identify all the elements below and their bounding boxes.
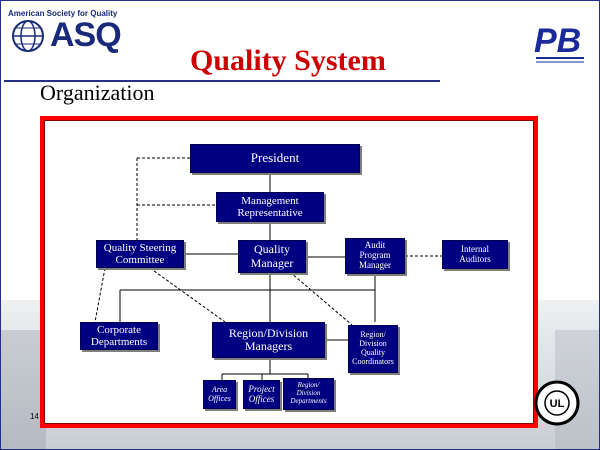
asq-wordmark: ASQ bbox=[50, 16, 122, 54]
quality-manager-line2: Manager bbox=[250, 255, 294, 270]
president-label: President bbox=[250, 150, 300, 166]
quality-steering-line1: Quality Steering bbox=[103, 241, 177, 254]
coordinators-line1: Region/ bbox=[360, 330, 386, 340]
project-offices-line1: Project bbox=[248, 383, 275, 394]
rd-departments-line2: Division bbox=[296, 389, 321, 398]
region-division-departments-box: Region/ Division Departments bbox=[283, 378, 334, 410]
ul-registered-firm-icon: UL bbox=[534, 380, 580, 426]
management-rep-line2: Representative bbox=[237, 207, 303, 219]
audit-line3: Manager bbox=[359, 259, 391, 270]
quality-manager-box: Quality Manager bbox=[238, 240, 306, 273]
rd-departments-line3: Departments bbox=[290, 396, 327, 405]
internal-auditors-line1: Internal bbox=[461, 243, 489, 254]
audit-line1: Audit bbox=[364, 240, 386, 251]
svg-text:UL: UL bbox=[550, 398, 565, 410]
coordinators-line4: Coordinators bbox=[352, 356, 394, 366]
quality-steering-line2: Committee bbox=[115, 254, 165, 266]
management-representative-box: Management Representative bbox=[216, 192, 324, 222]
president-box: President bbox=[190, 144, 360, 173]
coordinators-line2: Division bbox=[359, 339, 387, 349]
audit-program-manager-box: Audit Program Manager bbox=[345, 238, 405, 274]
area-offices-box: Area Offices bbox=[203, 380, 236, 409]
project-offices-line2: Offices bbox=[248, 393, 275, 404]
corporate-departments-line1: Corporate bbox=[97, 323, 141, 336]
title-underline bbox=[4, 80, 440, 82]
region-division-managers-box: Region/Division Managers bbox=[212, 322, 325, 358]
coordinators-line3: Quality bbox=[361, 348, 385, 357]
management-rep-line1: Management bbox=[241, 194, 299, 207]
quality-manager-line1: Quality bbox=[254, 242, 290, 257]
pb-logo-icon: PB bbox=[534, 22, 584, 63]
quality-steering-committee-box: Quality Steering Committee bbox=[96, 240, 184, 268]
page-subtitle: Organization bbox=[40, 80, 155, 105]
corporate-departments-box: Corporate Departments bbox=[80, 322, 158, 350]
page-title: Quality System bbox=[190, 44, 386, 77]
region-division-managers-line1: Region/Division bbox=[228, 325, 309, 340]
pb-wordmark: PB bbox=[534, 22, 581, 60]
corporate-departments-line2: Departments bbox=[90, 336, 148, 348]
background-building-left bbox=[1, 330, 46, 449]
project-offices-box: Project Offices bbox=[243, 380, 280, 409]
region-division-managers-line2: Managers bbox=[244, 339, 293, 353]
asq-globe-icon bbox=[12, 20, 44, 52]
org-chart-panel-inner bbox=[44, 120, 534, 424]
rd-departments-line1: Region/ bbox=[297, 381, 320, 390]
audit-line2: Program bbox=[359, 250, 391, 261]
region-division-quality-coordinators-box: Region/ Division Quality Coordinators bbox=[348, 325, 398, 373]
area-offices-line2: Offices bbox=[208, 393, 231, 403]
area-offices-line1: Area bbox=[211, 384, 228, 394]
internal-auditors-line2: Auditors bbox=[459, 253, 491, 264]
page-number: 14 bbox=[30, 412, 39, 421]
asq-tagline: American Society for Quality bbox=[8, 9, 118, 18]
internal-auditors-box: Internal Auditors bbox=[442, 240, 508, 269]
